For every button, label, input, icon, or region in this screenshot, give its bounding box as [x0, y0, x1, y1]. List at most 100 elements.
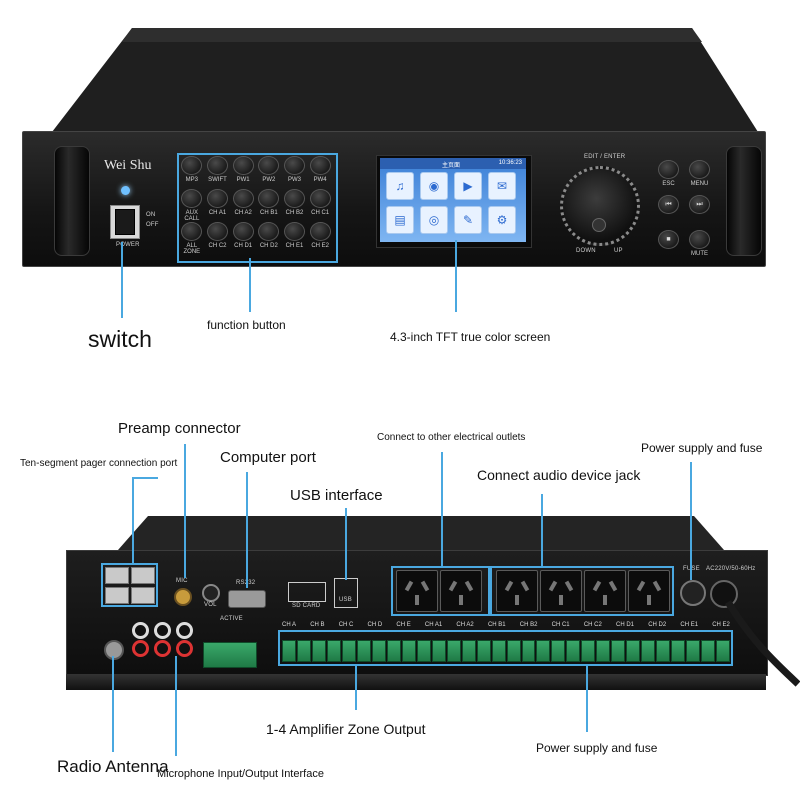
speaker-terminal[interactable]: [506, 640, 521, 662]
rca-jack-3[interactable]: [154, 622, 171, 639]
power-outlet[interactable]: [396, 570, 438, 612]
usb-port[interactable]: [334, 578, 358, 608]
screen-icon-grid: ♫◉▶✉ ▤◎✎⚙: [386, 172, 522, 234]
function-button-cell: CH B2: [282, 189, 308, 222]
function-button[interactable]: [283, 222, 305, 241]
function-button[interactable]: [258, 189, 280, 208]
next-icon[interactable]: ⏭: [689, 195, 710, 214]
speaker-terminal[interactable]: [341, 640, 356, 662]
previous-icon[interactable]: ⏮: [658, 195, 679, 214]
pager-port-2[interactable]: [131, 567, 155, 584]
speaker-terminal[interactable]: [446, 640, 461, 662]
speaker-terminal[interactable]: [311, 640, 326, 662]
rotary-knob[interactable]: [560, 166, 640, 246]
menu-icon[interactable]: [689, 160, 710, 179]
speaker-terminal[interactable]: [521, 640, 536, 662]
rca-jack-1[interactable]: [132, 622, 149, 639]
esc-icon[interactable]: [658, 160, 679, 179]
function-button[interactable]: [309, 156, 331, 175]
ac-power-inlet[interactable]: [710, 580, 738, 608]
video-icon[interactable]: ▶: [454, 172, 482, 200]
speaker-terminal[interactable]: [641, 640, 656, 662]
speaker-terminal[interactable]: [611, 640, 626, 662]
settings-icon[interactable]: ⚙: [488, 206, 516, 234]
speaker-terminal[interactable]: [581, 640, 596, 662]
radio-antenna-jack[interactable]: [104, 640, 124, 660]
speaker-terminal[interactable]: [701, 640, 716, 662]
speaker-terminal[interactable]: [551, 640, 566, 662]
speaker-terminal[interactable]: [416, 640, 431, 662]
power-outlet[interactable]: [540, 570, 582, 612]
function-button[interactable]: [258, 222, 280, 241]
pager-port-4[interactable]: [131, 587, 155, 604]
speaker-terminal[interactable]: [671, 640, 686, 662]
media-icon[interactable]: ◉: [420, 172, 448, 200]
speaker-terminal[interactable]: [656, 640, 671, 662]
speaker-terminal[interactable]: [296, 640, 311, 662]
edit-icon[interactable]: ✎: [454, 206, 482, 234]
speaker-terminal[interactable]: [356, 640, 371, 662]
rca-jack-2[interactable]: [132, 640, 149, 657]
volume-knob[interactable]: [202, 584, 220, 602]
radio-icon[interactable]: ✉: [488, 172, 516, 200]
speaker-terminal[interactable]: [401, 640, 416, 662]
function-button[interactable]: [181, 189, 203, 208]
function-button[interactable]: [232, 222, 254, 241]
power-outlet[interactable]: [496, 570, 538, 612]
pager-callout-line: [132, 477, 134, 565]
function-button[interactable]: [206, 222, 228, 241]
computer-callout-line: [246, 472, 248, 588]
music-icon[interactable]: ♫: [386, 172, 414, 200]
function-button[interactable]: [181, 222, 203, 241]
terminal-label: CH C1: [551, 622, 570, 628]
stop-icon[interactable]: ■: [658, 230, 679, 249]
speaker-terminal[interactable]: [371, 640, 386, 662]
function-button[interactable]: [206, 156, 228, 175]
function-button[interactable]: [258, 156, 280, 175]
power-outlet[interactable]: [584, 570, 626, 612]
speaker-terminal[interactable]: [491, 640, 506, 662]
function-button-callout: function button: [207, 318, 286, 332]
speaker-terminal[interactable]: [596, 640, 611, 662]
speaker-terminal[interactable]: [461, 640, 476, 662]
sd-card-slot[interactable]: [288, 582, 326, 602]
mute-icon[interactable]: [689, 230, 710, 249]
speaker-terminal[interactable]: [716, 640, 731, 662]
function-button[interactable]: [206, 189, 228, 208]
function-button[interactable]: [309, 189, 331, 208]
function-button[interactable]: [283, 156, 305, 175]
speaker-terminal[interactable]: [326, 640, 341, 662]
speaker-terminal[interactable]: [282, 640, 296, 662]
speaker-terminal[interactable]: [686, 640, 701, 662]
active-terminal-block[interactable]: [203, 642, 257, 668]
power-outlet[interactable]: [440, 570, 482, 612]
document-icon[interactable]: ▤: [386, 206, 414, 234]
radio-callout-line: [112, 656, 114, 752]
function-button-label: PW3: [287, 177, 301, 183]
power-switch[interactable]: [115, 209, 135, 235]
speaker-terminal[interactable]: [386, 640, 401, 662]
fuse-holder[interactable]: [680, 580, 706, 606]
pager-port-3[interactable]: [105, 587, 129, 604]
speaker-terminal-strip[interactable]: [282, 640, 731, 662]
speaker-terminal[interactable]: [566, 640, 581, 662]
terminal-label: CH E: [396, 622, 411, 628]
speaker-terminal[interactable]: [626, 640, 641, 662]
rca-jack-4[interactable]: [154, 640, 171, 657]
function-button-label: CH B2: [285, 210, 304, 216]
rca-jack-6[interactable]: [176, 640, 193, 657]
camera-icon[interactable]: ◎: [420, 206, 448, 234]
pager-port-1[interactable]: [105, 567, 129, 584]
function-button[interactable]: [283, 189, 305, 208]
mic-jack[interactable]: [174, 588, 192, 606]
rca-jack-5[interactable]: [176, 622, 193, 639]
function-button[interactable]: [232, 156, 254, 175]
power-outlet[interactable]: [628, 570, 670, 612]
speaker-terminal[interactable]: [431, 640, 446, 662]
speaker-terminal[interactable]: [536, 640, 551, 662]
function-button[interactable]: [181, 156, 203, 175]
function-button[interactable]: [309, 222, 331, 241]
speaker-terminal[interactable]: [476, 640, 491, 662]
function-button[interactable]: [232, 189, 254, 208]
rs232-port[interactable]: [228, 590, 266, 608]
